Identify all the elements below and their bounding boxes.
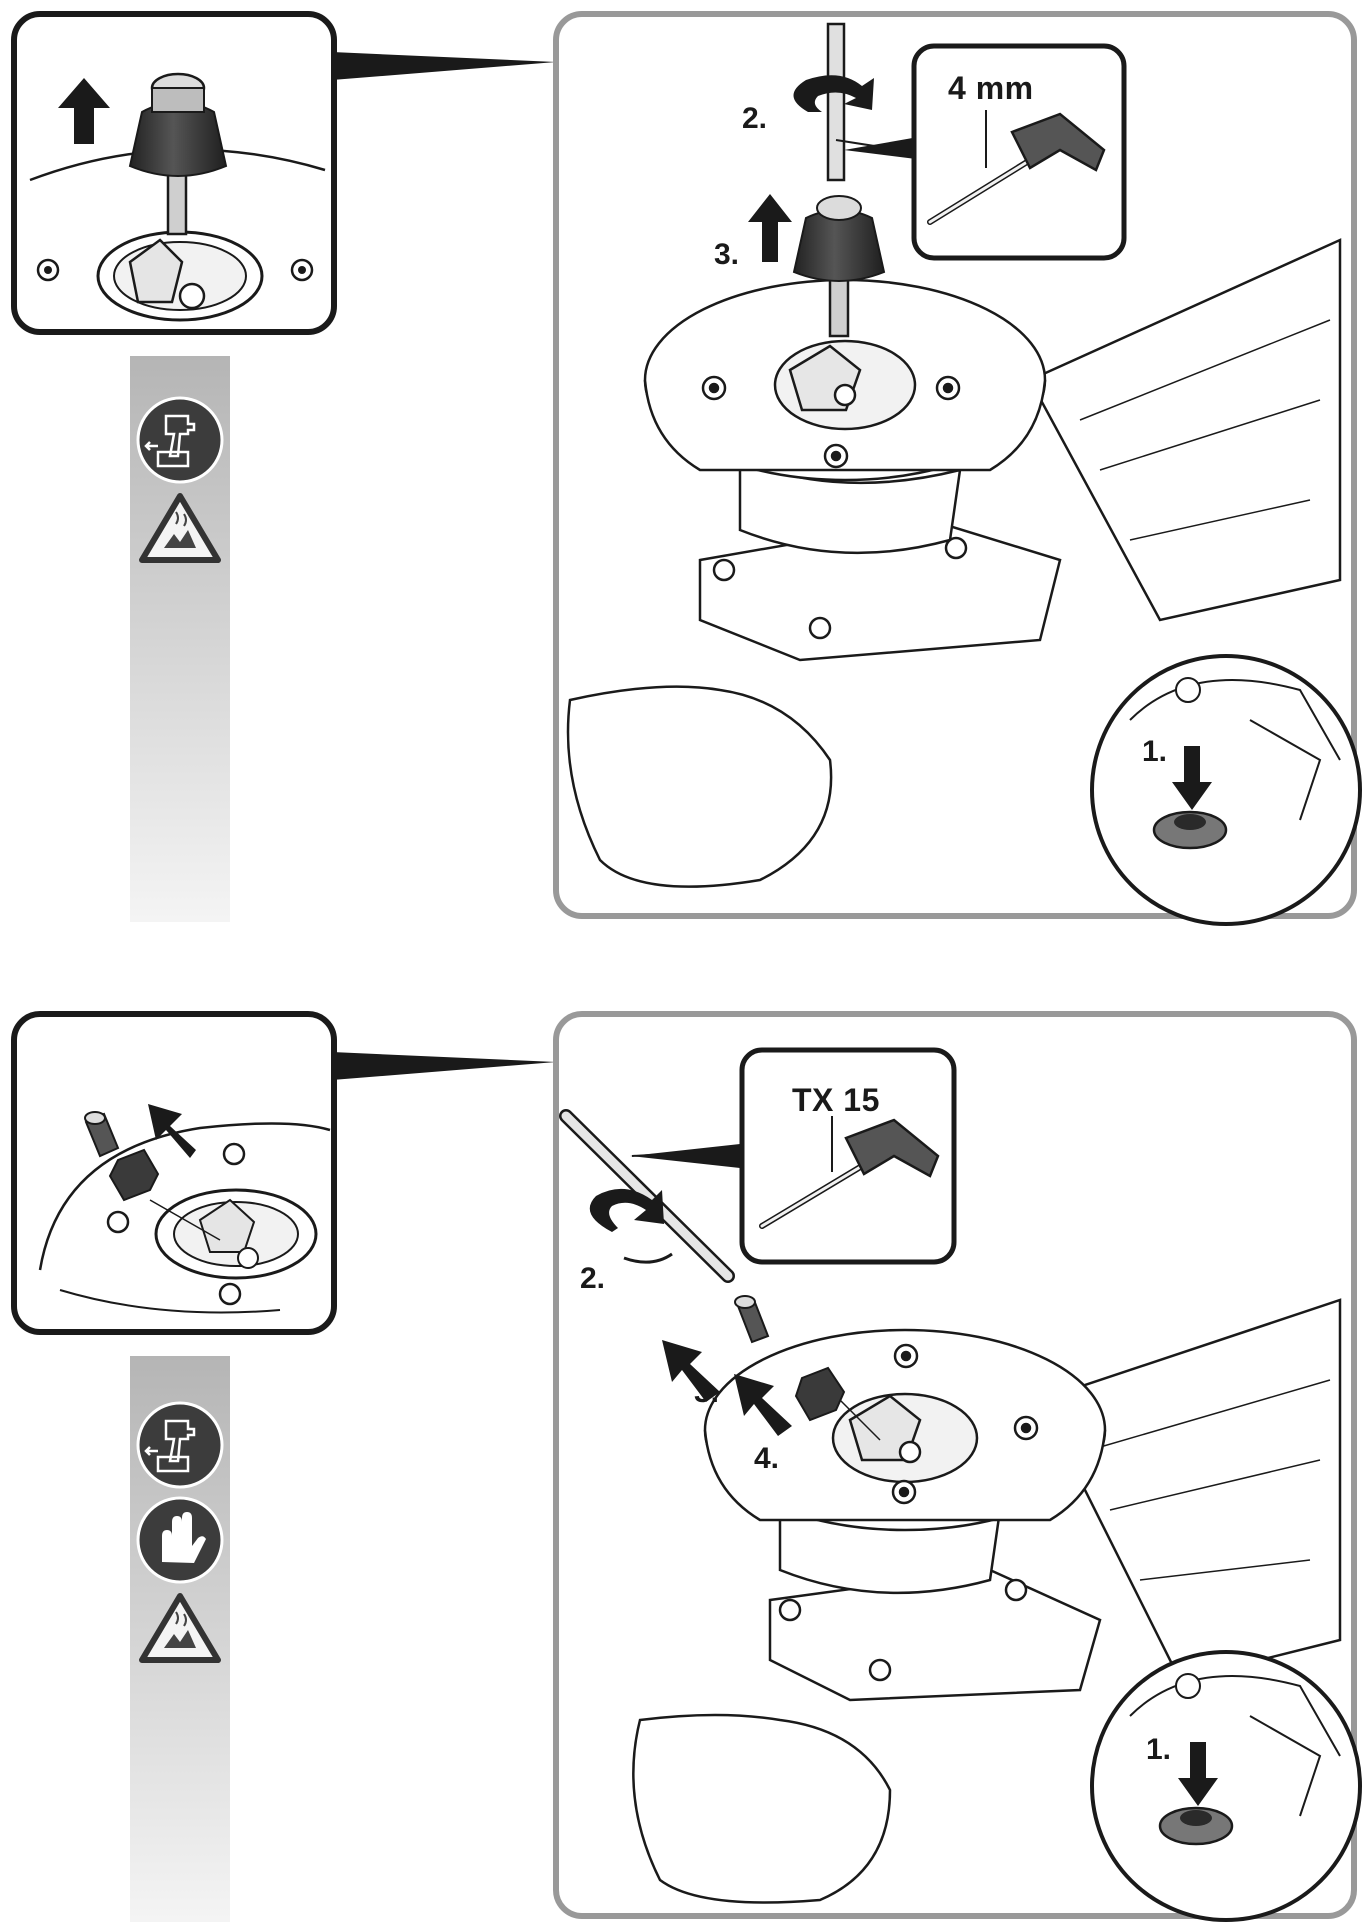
removed-lock-block-b	[794, 1366, 881, 1441]
flange-screws-b	[778, 1343, 1039, 1682]
grinder-head-a	[566, 238, 1342, 888]
rotate-arrow-icon-b	[589, 1188, 673, 1264]
step-label-b-1: 1.	[1146, 1733, 1172, 1766]
hot-surface-warning-icon	[139, 493, 221, 563]
cordless-drill-battery-removed-icon	[136, 1401, 224, 1489]
step-label-b-2: 2.	[580, 1262, 606, 1295]
step-label-b-4: 4.	[754, 1442, 780, 1475]
panel-b	[11, 1011, 1362, 1922]
detail-illustration-a	[29, 72, 326, 322]
flange-screws-a	[701, 375, 968, 640]
step-label-a-3: 3.	[714, 238, 740, 271]
detail-illustration-b	[38, 1104, 331, 1314]
cordless-drill-battery-removed-icon	[136, 396, 224, 484]
removed-sleeve-b	[734, 1295, 770, 1344]
spindle-lock-inset-a	[1090, 654, 1362, 926]
pull-arrow-icon	[148, 1104, 196, 1158]
remove-knob-a	[748, 194, 886, 338]
pull-arrow-icon	[662, 1340, 720, 1402]
protective-gloves-icon	[136, 1496, 224, 1584]
detail-box-b	[11, 1011, 337, 1335]
allen-key-icon-a	[927, 110, 1106, 225]
panel-a	[11, 11, 1362, 926]
rotate-arrow-icon-a	[793, 75, 874, 112]
tool-box-a	[911, 43, 1127, 261]
tool-size-label-b: TX 15	[792, 1082, 880, 1118]
step-label-a-2: 2.	[742, 102, 768, 135]
spindle-lock-inset-b	[1090, 1650, 1362, 1922]
pull-arrow-icon	[734, 1374, 792, 1436]
hot-surface-warning-icon	[139, 1593, 221, 1663]
lift-arrow-icon	[58, 78, 110, 144]
lift-arrow-icon	[748, 194, 792, 262]
step-label-b-3: 3.	[694, 1376, 720, 1409]
grinder-head-b	[632, 1298, 1342, 1904]
press-arrow-icon	[1172, 746, 1212, 810]
torx-key-icon-b	[759, 1116, 940, 1229]
tool-size-label-a: 4 mm	[948, 70, 1034, 106]
press-arrow-icon	[1178, 1742, 1218, 1806]
step-label-a-1: 1.	[1142, 735, 1168, 768]
